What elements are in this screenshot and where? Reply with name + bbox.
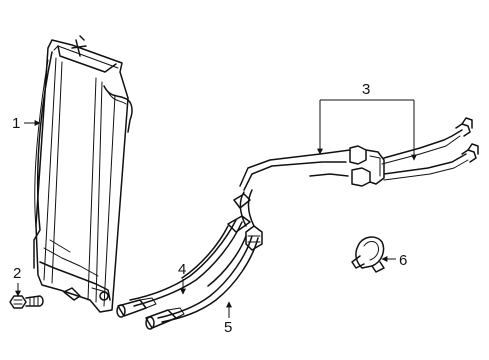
callout-4: 4 bbox=[178, 261, 186, 295]
callout-6: 6 bbox=[381, 252, 407, 269]
cooler-line-lower-rear bbox=[145, 189, 263, 330]
callout-4-label: 4 bbox=[178, 261, 186, 278]
callout-2-label: 2 bbox=[13, 265, 21, 282]
cooler-line-lower-front bbox=[116, 193, 251, 318]
hose-clamp bbox=[351, 236, 385, 273]
callout-3-label: 3 bbox=[362, 81, 370, 98]
oil-cooler bbox=[33, 35, 133, 313]
callout-5: 5 bbox=[224, 301, 232, 336]
callout-1-label: 1 bbox=[12, 115, 20, 132]
callout-6-label: 6 bbox=[399, 252, 407, 269]
callout-5-label: 5 bbox=[224, 319, 232, 336]
callout-3: 3 bbox=[317, 81, 417, 161]
callout-1: 1 bbox=[12, 115, 41, 132]
cooler-lines-upper bbox=[239, 117, 479, 191]
bolt bbox=[9, 295, 44, 309]
callout-2: 2 bbox=[13, 265, 21, 297]
